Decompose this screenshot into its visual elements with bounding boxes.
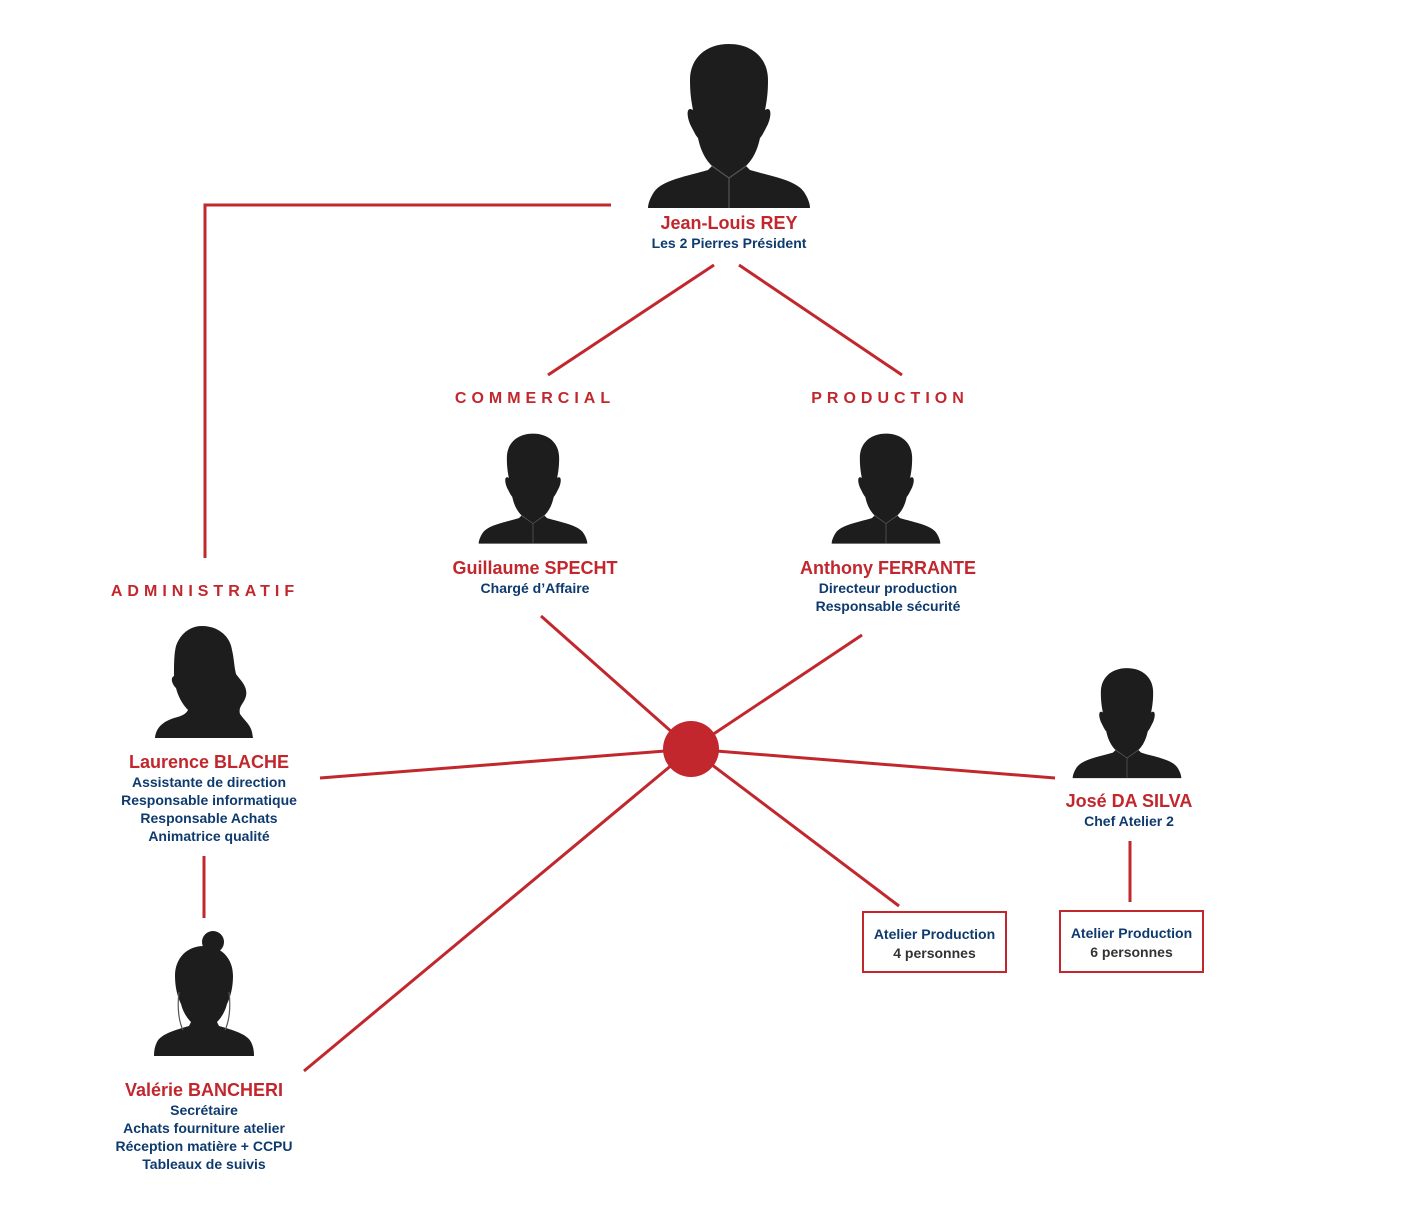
commercial-to-hub-connector: [540, 614, 692, 751]
person-role: Responsable informatique: [121, 792, 297, 808]
dept-production-label: PRODUCTION: [811, 390, 969, 407]
person-role: Chef Atelier 2: [1084, 813, 1174, 829]
person-role: Responsable Achats: [140, 810, 278, 826]
commercial-card: Guillaume SPECHT Chargé d’Affaire: [385, 557, 685, 597]
person-name: Valérie BANCHERI: [124, 1080, 284, 1100]
person-role: Les 2 Pierres Président: [651, 235, 807, 251]
person-name: Guillaume SPECHT: [452, 558, 618, 578]
male-silhouette-icon: [831, 433, 941, 544]
person-role: Directeur production: [818, 580, 958, 596]
president-to-production-connector: [738, 263, 903, 377]
dept-administratif-label: ADMINISTRATIF: [110, 583, 300, 600]
person-name: Anthony FERRANTE: [800, 558, 976, 578]
person-role: Achats fourniture atelier: [123, 1120, 285, 1136]
person-role: Réception matière + CCPU: [115, 1138, 293, 1154]
person-role: Assistante de direction: [131, 774, 287, 790]
assistant-card: Laurence BLACHE Assistante de direction …: [59, 751, 359, 845]
person-name: José DA SILVA: [1065, 791, 1193, 811]
production-to-hub-connector: [690, 633, 863, 751]
assistant-to-hub-connector: [319, 747, 692, 780]
chef-to-hub-connector: [690, 747, 1056, 780]
male-silhouette-icon: [478, 433, 588, 544]
person-name: Jean-Louis REY: [660, 213, 798, 233]
person-name: Laurence BLACHE: [128, 752, 290, 772]
president-to-admin-connector: [203, 203, 611, 558]
person-role: Animatrice qualité: [148, 828, 270, 844]
box-title: Atelier Production: [1070, 925, 1193, 941]
person-role: Chargé d’Affaire: [480, 580, 590, 596]
male-silhouette-icon: [648, 44, 810, 208]
person-role: Tableaux de suivis: [142, 1156, 266, 1172]
female-silhouette-icon: [154, 931, 254, 1056]
president-card: Jean-Louis REY Les 2 Pierres Président: [579, 212, 879, 252]
secretary-card: Valérie BANCHERI Secrétaire Achats fourn…: [54, 1079, 354, 1173]
atelier-production-box-2: Atelier Production 6 personnes: [1059, 910, 1204, 973]
president-to-commercial-connector: [547, 263, 715, 377]
dept-commercial-label: COMMERCIAL: [454, 390, 616, 407]
atelier1-to-hub-connector: [690, 747, 900, 908]
person-role: Secrétaire: [170, 1102, 238, 1118]
secretary-to-hub-connector: [303, 747, 692, 1073]
hub-dot-icon: [663, 721, 719, 777]
box-count: 6 personnes: [1090, 944, 1173, 960]
box-title: Atelier Production: [873, 926, 996, 942]
production-card: Anthony FERRANTE Directeur production Re…: [738, 557, 1038, 615]
male-silhouette-icon: [1072, 668, 1182, 779]
box-count: 4 personnes: [893, 945, 976, 961]
atelier-production-box-1: Atelier Production 4 personnes: [862, 911, 1007, 973]
person-role: Responsable sécurité: [815, 598, 961, 614]
chef-atelier-card: José DA SILVA Chef Atelier 2: [979, 790, 1279, 830]
female-silhouette-icon: [155, 626, 253, 738]
